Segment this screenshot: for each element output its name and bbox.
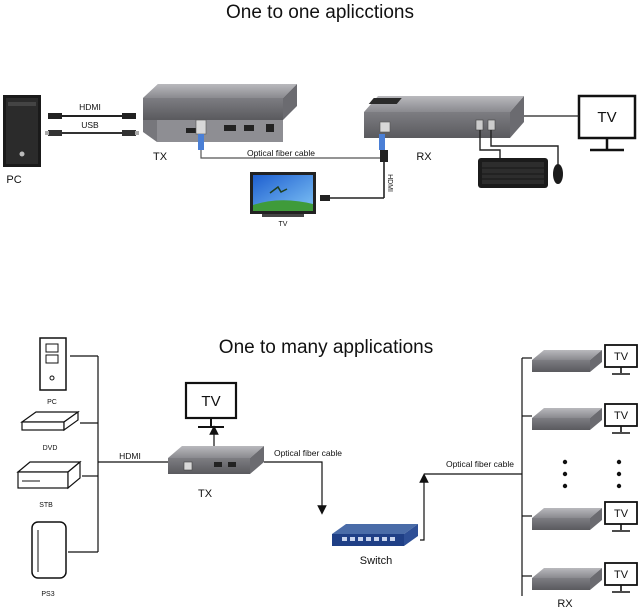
- rx-unit-4: [532, 562, 638, 593]
- keyboard-cable: [479, 130, 501, 158]
- small-tv-icon: [250, 172, 316, 217]
- source-bracket: [68, 355, 168, 553]
- tv-right-label: TV: [597, 109, 616, 126]
- mouse-cable: [490, 130, 559, 164]
- rx-unit-3: [532, 501, 638, 532]
- source-stb-label: STB: [39, 502, 53, 509]
- bottom-title: One to many applications: [219, 337, 433, 358]
- pc-label: PC: [6, 174, 21, 186]
- top-title: One to one aplicctions: [226, 2, 414, 23]
- rx-hdmi-cable: [320, 150, 388, 201]
- fiber-label: Optical fiber cable: [247, 148, 315, 158]
- rx-label: RX: [416, 151, 432, 163]
- tx-to-switch-fiber: [264, 461, 327, 515]
- hdmi-vertical-label: HDMI: [386, 174, 393, 192]
- bottom-hdmi-label: HDMI: [119, 451, 141, 461]
- usb-label: USB: [81, 120, 99, 130]
- hdmi-cable: [48, 113, 136, 119]
- more-units-dots: [562, 459, 622, 489]
- fiber-left-label: Optical fiber cable: [274, 448, 342, 458]
- usb-cable: [45, 130, 139, 136]
- tv-monitor-icon: [577, 94, 637, 152]
- switch-label: Switch: [360, 555, 392, 567]
- tx-tv-label: TV: [201, 393, 220, 410]
- rx-fiber-connector: [379, 134, 385, 150]
- rx-tv-label-3: TV: [614, 508, 629, 520]
- pc-tower-icon: [3, 95, 41, 167]
- rx-unit-2: [532, 403, 638, 434]
- fiber-right-label: Optical fiber cable: [446, 459, 514, 469]
- ps3-console-icon: [31, 521, 67, 579]
- rx-tv-label-1: TV: [614, 351, 629, 363]
- tx-label: TX: [153, 151, 168, 163]
- stb-box-icon: [16, 460, 82, 490]
- source-ps3-label: PS3: [41, 591, 54, 598]
- network-switch-icon: [332, 524, 418, 546]
- rx-bracket: [521, 357, 532, 596]
- small-tv-label: TV: [279, 221, 288, 228]
- mouse-icon: [553, 164, 563, 184]
- hdmi-label: HDMI: [79, 102, 101, 112]
- source-dvd-label: DVD: [43, 445, 58, 452]
- bottom-tx-label: TX: [198, 488, 213, 500]
- source-pc-label: PC: [47, 399, 57, 406]
- tx-fiber-connector: [198, 134, 204, 150]
- rx-unit-1: [532, 344, 638, 375]
- dvd-player-icon: [20, 410, 80, 432]
- rx-tv-label-2: TV: [614, 410, 629, 422]
- tx-extender-box: [143, 84, 297, 142]
- keyboard-icon: [478, 158, 548, 188]
- tx-tv-icon: [184, 381, 238, 428]
- rx-tv-label-4: TV: [614, 569, 629, 581]
- bottom-rx-label: RX: [557, 598, 573, 610]
- tx-bottom-box: [168, 446, 264, 474]
- switch-up-fiber: [419, 473, 429, 541]
- pc-source-icon: [39, 337, 67, 391]
- rx-extender-box: [364, 96, 524, 138]
